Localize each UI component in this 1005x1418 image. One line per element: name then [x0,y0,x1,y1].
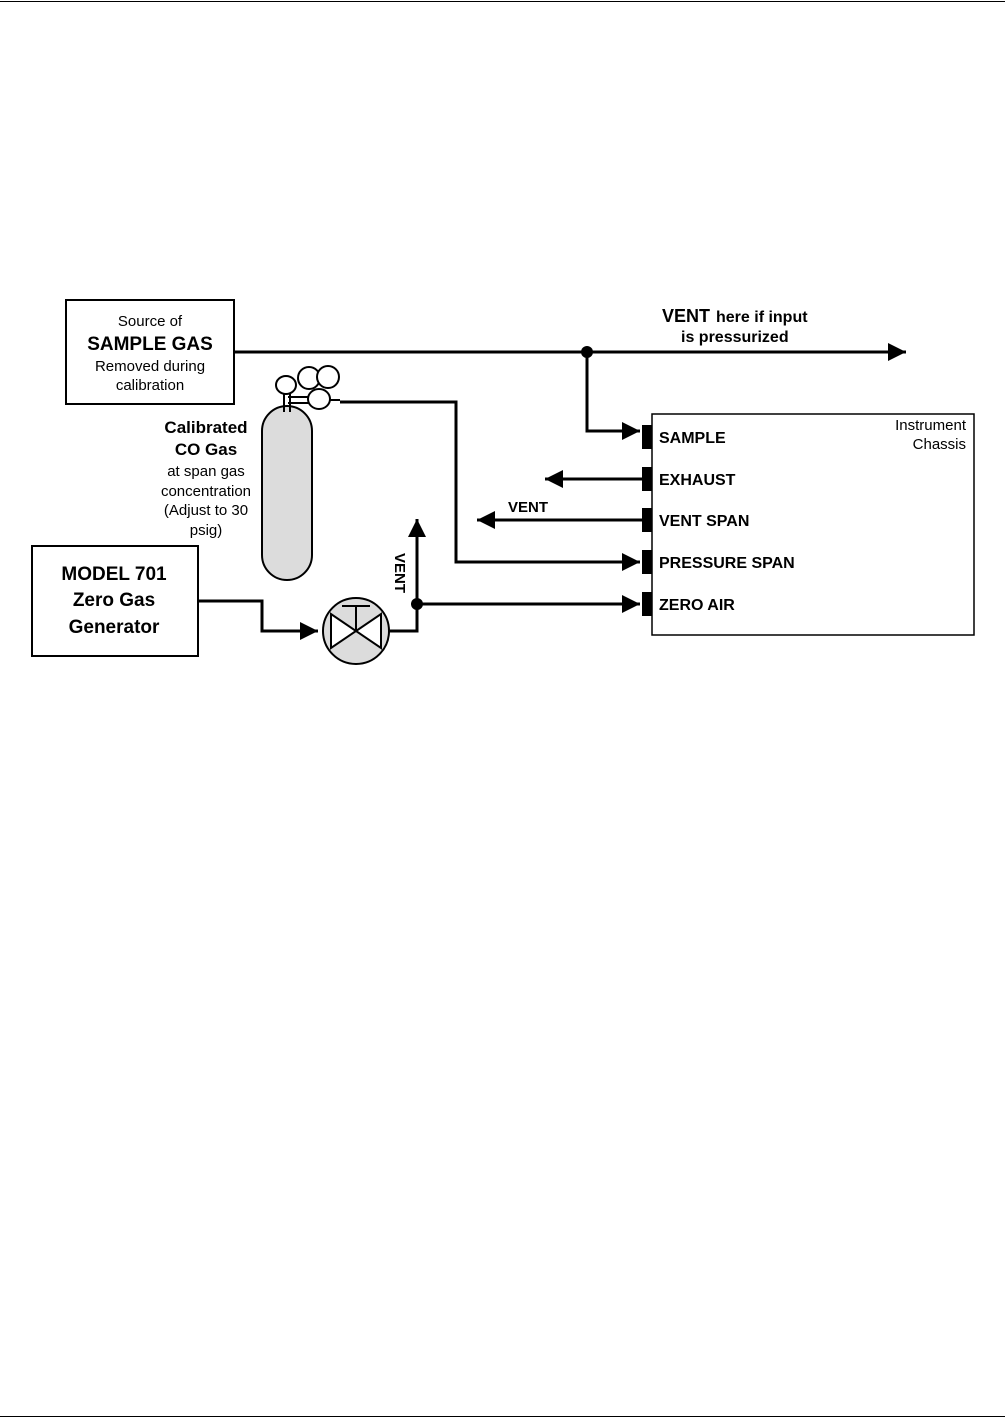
sample-gas-title: SAMPLE GAS [87,334,213,355]
exhaust-port [642,467,652,491]
cylinder-label-line4: concentration [161,483,251,500]
cylinder-label-line6: psig) [190,522,223,539]
zero-gas-generator-box: MODEL 701 Zero Gas Generator [31,545,199,657]
sample-port [642,425,652,449]
port-label-zero-air: ZERO AIR [659,597,735,614]
sample-gas-line4: calibration [116,377,184,394]
port-label-vent-span: VENT SPAN [659,513,749,530]
chassis-title-line1: Instrument [895,417,967,434]
cylinder-label-line5: (Adjust to 30 [164,502,248,519]
span-gas-line [340,400,640,571]
vent-note-line1: here if input [716,309,808,326]
sample-gas-line1: Source of [118,313,183,330]
valve-vent-label: VENT [391,553,408,593]
zero-air-port [642,592,652,616]
cylinder-label-line3: at span gas [167,463,245,480]
bottom-rule [0,1416,1005,1417]
cylinder-label-line2: CO Gas [175,440,237,459]
sample-gas-line3: Removed during [95,358,205,375]
zero-gas-line1: MODEL 701 [61,564,167,585]
zero-gas-line [198,599,318,640]
port-label-pressure-span: PRESSURE SPAN [659,555,795,572]
vent-note-line2: is pressurized [681,329,789,346]
sample-gas-source-box: Source of SAMPLE GAS Removed during cali… [65,299,235,405]
vent-span-arrow-label: VENT [508,499,548,516]
vent-span-port [642,508,652,532]
sample-line [585,352,640,440]
co-gas-cylinder [261,365,340,581]
chassis-title-line2: Chassis [913,436,966,453]
valve-outlet-line [389,604,419,633]
port-label-exhaust: EXHAUST [659,472,736,489]
zero-gas-line3: Generator [69,617,160,638]
vent-note-vent: VENT [662,306,710,326]
instrument-chassis: Instrument Chassis SAMPLE EXHAUST VENT S… [642,413,975,636]
cylinder-label-line1: Calibrated [164,418,247,437]
top-rule [0,1,1005,2]
pressure-span-port [642,550,652,574]
valve-icon [322,597,390,665]
zero-gas-line2: Zero Gas [73,590,155,611]
port-label-sample: SAMPLE [659,430,726,447]
